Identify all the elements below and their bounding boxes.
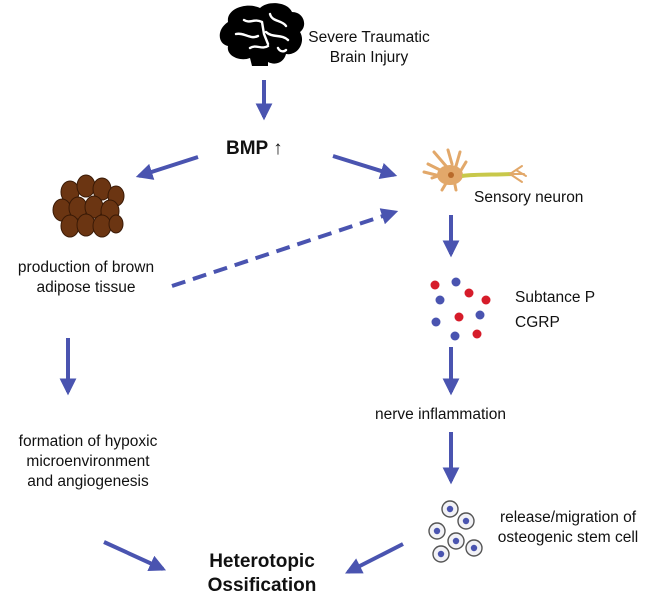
brown-adipose-label: production of brown adipose tissue — [0, 258, 172, 298]
arrow-bmp-to-adipose — [135, 155, 199, 180]
cgrp-label: CGRP — [515, 314, 560, 331]
stem-cell-line1: release/migration of — [499, 509, 637, 526]
stem-cell-line2: osteogenic stem cell — [497, 529, 639, 546]
stem-cells-icon — [428, 500, 483, 563]
substance-p-label: Subtance P — [515, 289, 596, 306]
sensory-neuron-label: Sensory neuron — [474, 189, 584, 206]
hypoxic-line3: and angiogenesis — [27, 473, 149, 490]
stem-cell-label: release/migration of osteogenic stem cel… — [480, 508, 656, 548]
injury-label: Severe Traumatic Brain Injury — [298, 28, 440, 68]
hypoxic-line1: formation of hypoxic — [18, 433, 158, 450]
brain-icon — [219, 3, 305, 67]
nerve-inflammation-label: nerve inflammation — [375, 406, 506, 423]
injury-label-line1: Severe Traumatic — [308, 29, 430, 46]
adipose-tissue-icon — [52, 174, 125, 238]
bmp-label: BMP ↑ — [226, 137, 283, 161]
hypoxic-label: formation of hypoxic microenvironment an… — [2, 432, 174, 492]
bmp-text: BMP — [226, 138, 268, 159]
injury-label-line2: Brain Injury — [329, 49, 409, 66]
arrow-left-to-ossification — [103, 540, 167, 572]
brown-adipose-line1: production of brown — [17, 259, 155, 276]
hypoxic-line2: microenvironment — [26, 453, 150, 470]
sensory-neuron-icon — [422, 148, 527, 192]
up-arrow-icon: ↑ — [273, 138, 283, 159]
brown-adipose-line2: adipose tissue — [36, 279, 136, 296]
heterotopic-line1: Heterotopic — [209, 551, 315, 572]
heterotopic-line2: Ossification — [207, 575, 317, 596]
heterotopic-ossification-label: Heterotopic Ossification — [186, 550, 338, 598]
neuropeptide-particles — [430, 277, 491, 341]
arrow-right-to-ossification — [345, 542, 404, 574]
arrow-adipose-to-neuron-dashed — [171, 208, 399, 288]
arrow-bmp-to-neuron — [332, 154, 398, 180]
